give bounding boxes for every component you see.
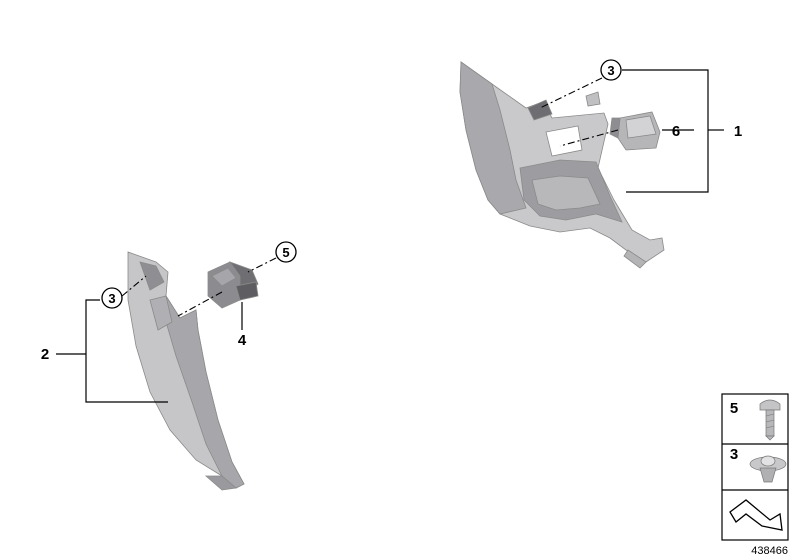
diagram-number: 438466 [751, 545, 788, 557]
trim-panel-lower [127, 251, 245, 491]
callout-part-3-upper: 3 [600, 59, 622, 81]
callout-part-2: 2 [41, 346, 49, 363]
legend-row-screw: 5 [730, 399, 781, 441]
callout-part-5: 5 [275, 241, 297, 263]
cover-part-6 [609, 111, 661, 151]
leader-lines [56, 69, 724, 403]
callout-part-6: 6 [672, 123, 680, 140]
svg-text:5: 5 [282, 245, 289, 260]
clip-icon [749, 455, 787, 483]
svg-text:3: 3 [108, 291, 115, 306]
trim-panel-upper [459, 61, 665, 269]
callout-part-4: 4 [238, 332, 247, 349]
svg-text:5: 5 [730, 400, 738, 417]
bracket-part-4 [207, 261, 259, 309]
callout-part-1: 1 [734, 123, 742, 140]
installation-symbol-icon [729, 499, 783, 531]
legend-row-clip: 3 [730, 446, 787, 483]
callout-part-3-lower: 3 [101, 287, 123, 309]
screw-icon [759, 399, 781, 441]
svg-text:3: 3 [730, 446, 738, 463]
legend-box: 5 3 [721, 393, 789, 541]
svg-text:3: 3 [607, 63, 614, 78]
